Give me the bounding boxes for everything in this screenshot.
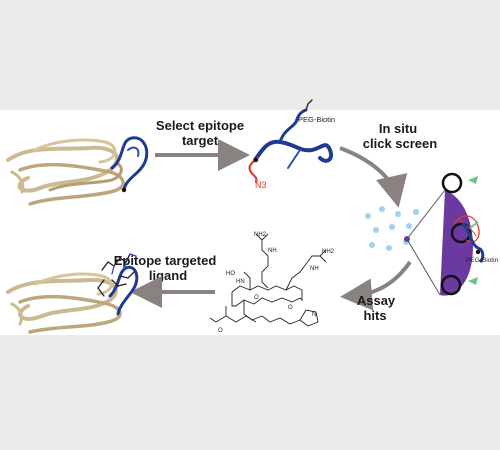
step-assay-label-line2: hits: [363, 308, 386, 323]
step-click-label-line1: In situ: [379, 121, 417, 136]
atom-label: O: [288, 305, 293, 311]
step-click-label-line2: click screen: [363, 136, 438, 151]
atom-label: NH: [310, 266, 319, 272]
step-ligand-label-line1: Epitope targeted: [114, 253, 217, 268]
click-screen-assay: [365, 172, 485, 296]
atom-label: HO: [226, 271, 235, 277]
ligand-structure: [209, 233, 327, 327]
atom-label: O: [254, 295, 259, 301]
atom-label: HN: [236, 279, 245, 285]
ring-marker-bottom: [440, 274, 462, 296]
arrow-assay-hits: [340, 260, 412, 311]
atom-label: O: [218, 328, 223, 334]
atom-label: NH2: [254, 232, 267, 238]
azide-label: N3: [255, 180, 267, 190]
step-select-label-line1: Select epitope: [156, 118, 244, 133]
target-protein-top: [6, 136, 149, 206]
atom-label: NH2: [322, 249, 335, 255]
step-select-label-line2: target: [182, 133, 219, 148]
step-assay-label-line1: Assay: [357, 293, 396, 308]
ligand-atom-labels: NH2 NH HN HO NH2 NH O O O N: [218, 232, 335, 334]
peg-biotin-label-top: PEG-Biotin: [298, 115, 335, 124]
epitope-peptide: [248, 99, 333, 184]
target-protein-bound: [6, 253, 139, 334]
step-ligand-label-line2: ligand: [149, 268, 187, 283]
arrow-click-screen: [339, 146, 408, 208]
atom-label: NH: [268, 248, 277, 254]
peg-biotin-label-bead: PEG-Biotin: [466, 257, 499, 264]
ring-marker-top: [441, 172, 463, 194]
atom-label: N: [312, 312, 316, 318]
library-dots: [365, 206, 419, 251]
